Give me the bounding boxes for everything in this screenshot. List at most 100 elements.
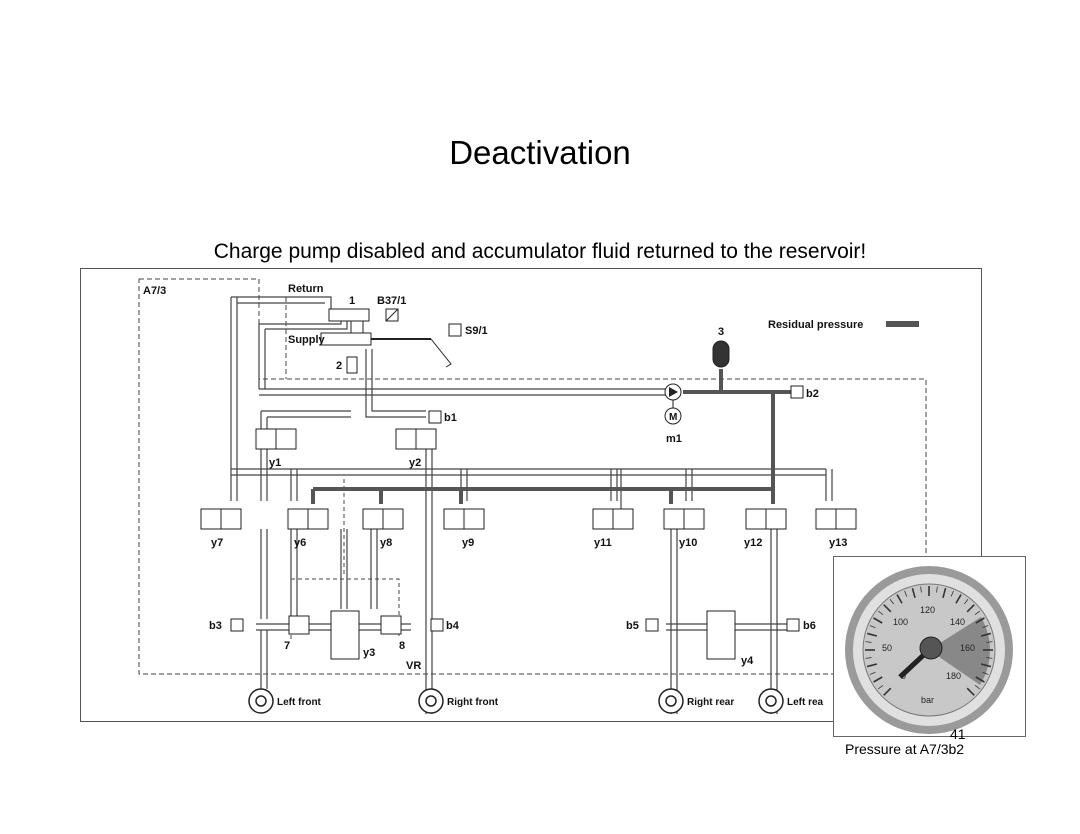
gauge-tick xyxy=(920,586,922,593)
label-y3: y3 xyxy=(363,647,375,659)
gauge-tick xyxy=(966,604,975,613)
wheel-brakes xyxy=(248,688,784,714)
gauge-label-50: 50 xyxy=(882,643,892,653)
gauge-tick xyxy=(904,590,908,597)
label-b6: b6 xyxy=(803,620,816,632)
label-residual: Residual pressure xyxy=(768,319,863,331)
label-7: 7 xyxy=(284,640,290,652)
b1-sensor xyxy=(428,410,442,424)
gauge-tick xyxy=(877,684,884,690)
gauge-tick xyxy=(896,594,903,604)
gauge-tick xyxy=(865,641,872,643)
b2-sensor xyxy=(790,385,804,399)
gauge-tick xyxy=(869,671,876,675)
gauge-tick xyxy=(966,687,975,696)
valves-middle-row xyxy=(200,508,857,530)
gauge-tick xyxy=(865,657,872,659)
gauge-tick xyxy=(950,590,954,597)
label-b1: b1 xyxy=(444,412,457,424)
label-y4: y4 xyxy=(741,655,754,667)
gauge-ticks xyxy=(865,586,993,696)
gauge-tick xyxy=(883,687,892,696)
gauge-tick xyxy=(873,676,883,683)
pipe-network xyxy=(230,296,833,714)
label-m: M xyxy=(669,412,677,423)
gauge-tick xyxy=(942,587,947,599)
gauge-caption: Pressure at A7/3b2 xyxy=(845,741,965,757)
gauge-tick xyxy=(955,594,962,604)
label-1: 1 xyxy=(349,295,355,307)
label-y12: y12 xyxy=(744,537,762,549)
gauge-tick xyxy=(873,617,883,624)
gauge-tick xyxy=(982,625,989,629)
label-b5: b5 xyxy=(626,620,639,632)
s9-switch xyxy=(448,323,462,337)
gauge-tick xyxy=(883,604,892,613)
label-b37: B37/1 xyxy=(377,295,406,307)
gauge-tick xyxy=(975,617,985,624)
label-b2: b2 xyxy=(806,388,819,400)
gauge-tick xyxy=(980,663,992,668)
gauge-tick xyxy=(866,663,878,668)
label-y13: y13 xyxy=(829,537,847,549)
label-m1: m1 xyxy=(666,433,682,445)
gauge-label-180: 180 xyxy=(946,671,961,681)
label-left-rear: Left rea xyxy=(787,697,824,708)
pressure-gauge: 50 100 120 140 160 180 0 bar xyxy=(845,566,1013,734)
gauge-tick xyxy=(963,598,969,605)
gauge-tick xyxy=(986,641,993,643)
label-a73: A7/3 xyxy=(143,285,166,297)
gauge-label-120: 120 xyxy=(920,605,935,615)
gauge-unit: bar xyxy=(921,695,934,705)
label-y6: y6 xyxy=(294,537,306,549)
gauge-tick xyxy=(869,625,876,629)
pressure-gauge-panel: 50 100 120 140 160 180 0 bar xyxy=(833,556,1026,737)
slide-title: Deactivation xyxy=(449,134,631,171)
pump-arrow xyxy=(669,387,678,397)
label-8: 8 xyxy=(399,640,405,652)
label-vr: VR xyxy=(406,660,421,672)
hydraulic-diagram: A7/3 Return Supply 1 2 3 7 8 B37/1 S9/1 … xyxy=(80,268,982,722)
label-return: Return xyxy=(288,283,324,295)
label-supply: Supply xyxy=(288,334,326,346)
b37-sensor-diag xyxy=(385,308,399,322)
label-right-front: Right front xyxy=(447,697,499,708)
slide-subtitle: Charge pump disabled and accumulator flu… xyxy=(213,240,867,263)
gauge-tick xyxy=(982,671,989,675)
gauge-hub xyxy=(919,636,943,660)
gauge-tick xyxy=(877,610,884,616)
label-right-rear: Right rear xyxy=(687,697,734,708)
slide-number: 41 xyxy=(950,726,966,742)
label-left-front: Left front xyxy=(277,697,322,708)
gauge-tick xyxy=(889,598,895,605)
label-s91: S9/1 xyxy=(465,325,488,337)
gauge-tick xyxy=(980,632,992,637)
label-y11: y11 xyxy=(594,537,612,549)
residual-pressure-lines xyxy=(311,322,919,504)
lower-components xyxy=(230,610,800,660)
hydraulic-schematic: A7/3 Return Supply 1 2 3 7 8 B37/1 S9/1 … xyxy=(138,278,927,714)
gauge-tick xyxy=(911,587,916,599)
gauge-label-160: 160 xyxy=(960,643,975,653)
gauge-label-140: 140 xyxy=(950,617,965,627)
gauge-tick xyxy=(974,684,981,690)
label-b4: b4 xyxy=(446,620,460,632)
gauge-label-100: 100 xyxy=(893,617,908,627)
label-b3: b3 xyxy=(209,620,222,632)
gauge-tick xyxy=(936,586,938,593)
label-3: 3 xyxy=(718,326,724,338)
label-2: 2 xyxy=(336,360,342,372)
label-y2: y2 xyxy=(409,457,421,469)
gauge-tick xyxy=(975,676,985,683)
gauge-tick xyxy=(974,610,981,616)
label-y9: y9 xyxy=(462,537,474,549)
pressure-valve-1 xyxy=(320,308,452,374)
accumulator-3 xyxy=(712,340,730,368)
gauge-tick xyxy=(986,657,993,659)
label-y7: y7 xyxy=(211,537,223,549)
valves-top-row xyxy=(255,428,437,450)
gauge-tick xyxy=(866,632,878,637)
gauge-red-zone xyxy=(929,617,990,685)
residual-legend-swatch xyxy=(886,321,919,327)
label-y1: y1 xyxy=(269,457,281,469)
